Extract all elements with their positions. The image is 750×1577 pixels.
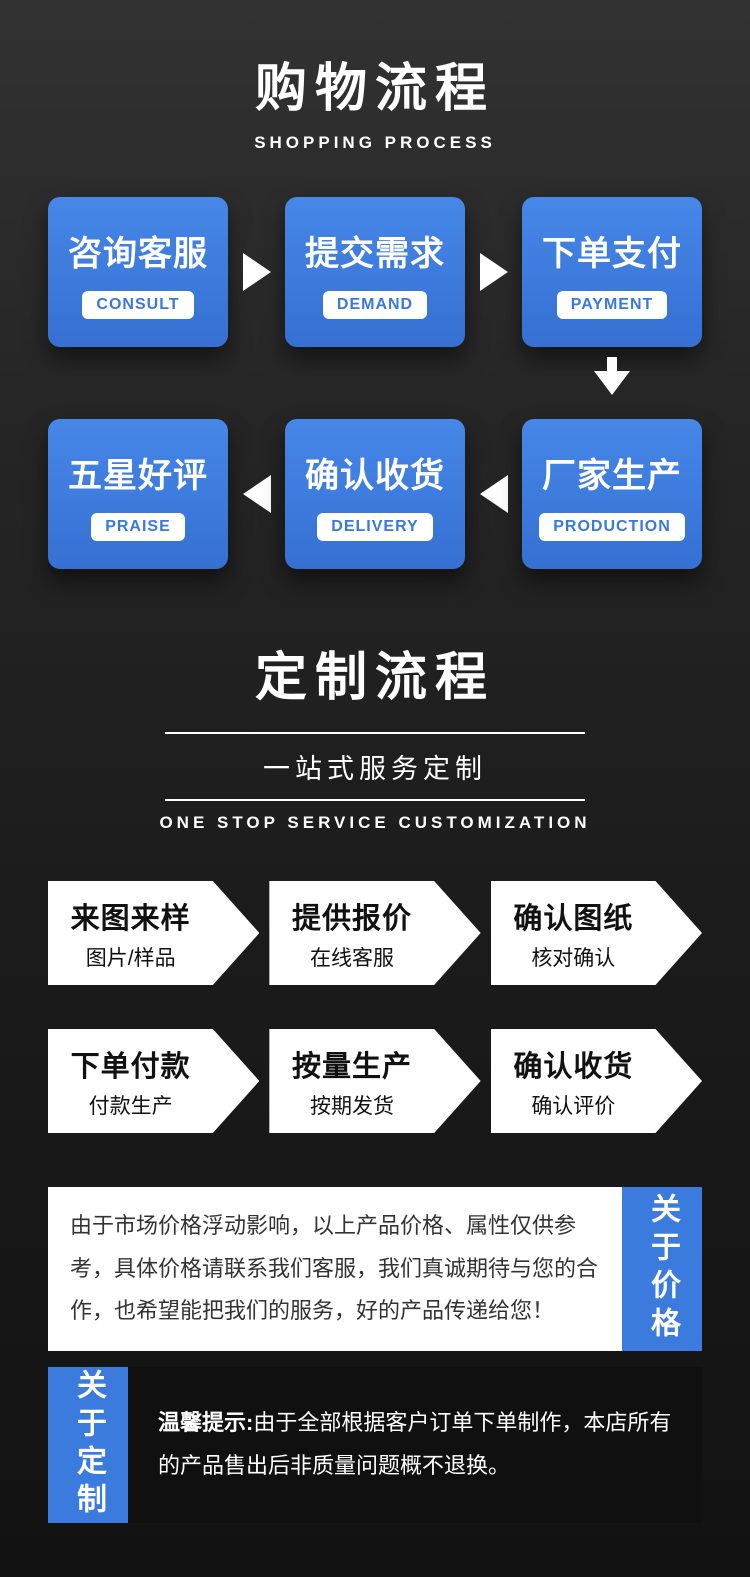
custom-notice-text-box: 温馨提示:由于全部根据客户订单下单制作，本店所有的产品售出后非质量问题概不退换。 bbox=[128, 1367, 702, 1523]
custom-step-sub: 确认评价 bbox=[531, 1094, 616, 1118]
custom-notice: 关于定制 温馨提示:由于全部根据客户订单下单制作，本店所有的产品售出后非质量问题… bbox=[48, 1367, 702, 1523]
flow-step-en-label: CONSULT bbox=[82, 290, 194, 319]
custom-process-section: 定制流程 一站式服务定制 ONE STOP SERVICE CUSTOMIZAT… bbox=[0, 589, 750, 1133]
custom-step-payment: 下单付款 付款生产 bbox=[48, 1029, 260, 1133]
custom-subtitle-en: ONE STOP SERVICE CUSTOMIZATION bbox=[159, 813, 591, 832]
custom-step-sub: 付款生产 bbox=[88, 1094, 173, 1118]
custom-step-receipt: 确认收货 确认评价 bbox=[490, 1029, 702, 1133]
shopping-title: 购物流程 bbox=[254, 60, 495, 118]
flow-step-en-label: DELIVERY bbox=[317, 512, 433, 541]
price-notice-tab-label: 关于价格 bbox=[646, 1193, 679, 1345]
custom-subtitle: 一站式服务定制 bbox=[263, 754, 487, 784]
flow-step-production: 厂家生产 PRODUCTION bbox=[522, 419, 702, 569]
price-notice-text-box: 由于市场价格浮动影响，以上产品价格、属性仅供参考，具体价格请联系我们客服，我们真… bbox=[48, 1187, 622, 1351]
flow-step-payment: 下单支付 PAYMENT bbox=[522, 197, 702, 347]
custom-notice-text-lead: 温馨提示: bbox=[158, 1410, 254, 1436]
arrow-down-stem bbox=[607, 357, 617, 371]
flow-step-en-label: PRODUCTION bbox=[539, 512, 685, 541]
arrow-left-icon bbox=[242, 475, 271, 513]
custom-title: 定制流程 bbox=[254, 649, 495, 707]
custom-step-sub: 图片/样品 bbox=[85, 946, 176, 970]
price-notice: 由于市场价格浮动影响，以上产品价格、属性仅供参考，具体价格请联系我们客服，我们真… bbox=[48, 1187, 702, 1351]
custom-step-title: 按量生产 bbox=[291, 1050, 412, 1083]
flow-step-demand: 提交需求 DEMAND bbox=[285, 197, 465, 347]
custom-subtitle-block: 一站式服务定制 bbox=[165, 732, 585, 801]
price-notice-tab: 关于价格 bbox=[622, 1187, 702, 1351]
custom-step-quote: 提供报价 在线客服 bbox=[269, 881, 481, 985]
arrow-right-icon bbox=[479, 253, 508, 291]
shopping-flow: 咨询客服 CONSULT 提交需求 DEMAND 下单支付 PAYMENT bbox=[48, 197, 702, 569]
custom-notice-tab-label: 关于定制 bbox=[72, 1369, 105, 1521]
flow-step-praise: 五星好评 PRAISE bbox=[48, 419, 228, 569]
divider-line-bottom bbox=[165, 799, 585, 801]
flow-step-title: 五星好评 bbox=[68, 456, 208, 495]
custom-step-sub: 在线客服 bbox=[309, 946, 394, 970]
custom-notice-tab: 关于定制 bbox=[48, 1367, 128, 1523]
flow-step-title: 确认收货 bbox=[305, 456, 445, 495]
shopping-flow-row-1: 咨询客服 CONSULT 提交需求 DEMAND 下单支付 PAYMENT bbox=[48, 197, 702, 347]
custom-step-sample: 来图来样 图片/样品 bbox=[48, 881, 260, 985]
arrow-down-head bbox=[594, 371, 630, 395]
custom-step-production: 按量生产 按期发货 bbox=[269, 1029, 481, 1133]
flow-step-title: 提交需求 bbox=[305, 234, 445, 273]
arrow-down-icon bbox=[594, 357, 630, 395]
arrow-right-icon bbox=[242, 253, 271, 291]
custom-notice-text-body: 由于全部根据客户订单下单制作，本店所有的产品售出后非质量问题概不退换。 bbox=[158, 1410, 672, 1478]
flow-step-title: 下单支付 bbox=[542, 234, 682, 273]
flow-step-title: 咨询客服 bbox=[68, 234, 208, 273]
custom-step-title: 下单付款 bbox=[70, 1050, 191, 1083]
flow-step-delivery: 确认收货 DELIVERY bbox=[285, 419, 465, 569]
flow-step-en-label: PRAISE bbox=[91, 512, 185, 541]
shopping-subtitle: SHOPPING PROCESS bbox=[254, 133, 496, 152]
divider-line-top bbox=[165, 732, 585, 734]
custom-notice-text: 温馨提示:由于全部根据客户订单下单制作，本店所有的产品售出后非质量问题概不退换。 bbox=[158, 1402, 672, 1488]
custom-step-sub: 核对确认 bbox=[531, 946, 616, 970]
custom-step-drawing: 确认图纸 核对确认 bbox=[490, 881, 702, 985]
custom-step-title: 提供报价 bbox=[291, 902, 412, 935]
custom-steps-grid: 来图来样 图片/样品 提供报价 在线客服 确认图纸 核对确认 下单付款 付款生产… bbox=[48, 881, 702, 1133]
flow-step-consult: 咨询客服 CONSULT bbox=[48, 197, 228, 347]
price-notice-text: 由于市场价格浮动影响，以上产品价格、属性仅供参考，具体价格请联系我们客服，我们真… bbox=[70, 1212, 599, 1324]
flow-step-title: 厂家生产 bbox=[542, 456, 682, 495]
custom-step-title: 确认图纸 bbox=[513, 902, 634, 935]
notices-section: 由于市场价格浮动影响，以上产品价格、属性仅供参考，具体价格请联系我们客服，我们真… bbox=[48, 1187, 702, 1523]
arrow-left-icon bbox=[479, 475, 508, 513]
custom-step-title: 确认收货 bbox=[513, 1050, 634, 1083]
custom-step-title: 来图来样 bbox=[70, 902, 191, 935]
custom-step-sub: 按期发货 bbox=[309, 1094, 394, 1118]
shopping-process-section: 购物流程 SHOPPING PROCESS 咨询客服 CONSULT 提交需求 … bbox=[0, 0, 750, 569]
flow-step-en-label: DEMAND bbox=[322, 290, 428, 319]
flow-step-en-label: PAYMENT bbox=[556, 290, 668, 319]
shopping-flow-row-2: 五星好评 PRAISE 确认收货 DELIVERY 厂家生产 PRODUCTIO… bbox=[48, 419, 702, 569]
